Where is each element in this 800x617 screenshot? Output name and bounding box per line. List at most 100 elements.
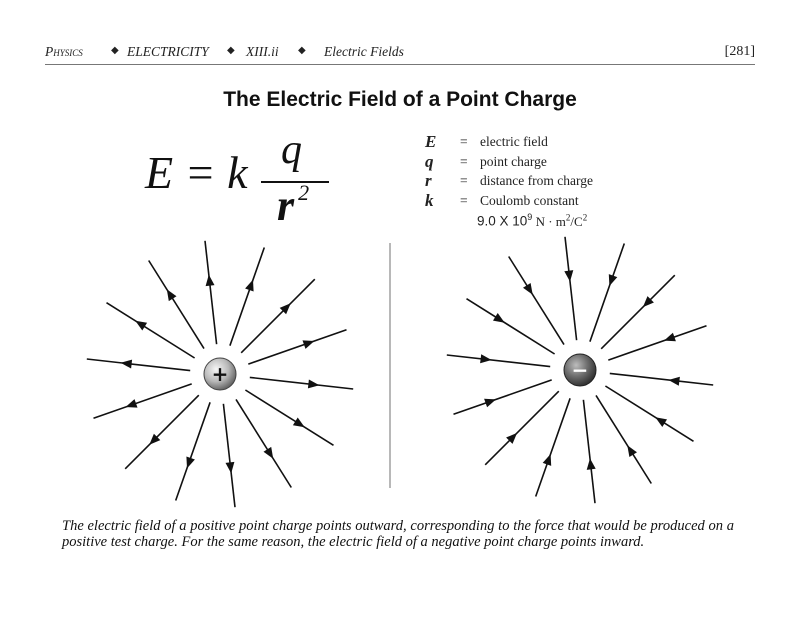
negative-arrow-icon — [564, 270, 574, 282]
coulomb-constant-value: 9.0 X 109 N · m2/C2 — [477, 212, 587, 230]
plus-sign-icon: + — [212, 362, 229, 386]
positive-field-line — [235, 398, 292, 488]
negative-arrow-icon — [608, 274, 618, 286]
constant-mantissa: 9.0 X 10 — [477, 213, 528, 229]
units-mid: /C — [570, 213, 583, 229]
negative-arrow-icon — [523, 283, 533, 295]
negative-arrow-icon — [642, 296, 654, 308]
negative-arrow-icon — [586, 458, 596, 470]
header-chapter: XIII.ii — [246, 44, 279, 59]
constant-units: N · m2/C2 — [532, 212, 588, 229]
negative-field-line — [534, 398, 571, 497]
negative-field-lines — [446, 236, 714, 504]
legend-symbol: k — [425, 190, 434, 210]
header-separator: ◆ — [227, 45, 235, 56]
positive-charge: + — [203, 357, 237, 391]
legend-symbol: q — [425, 151, 434, 171]
legend-equals: = — [460, 173, 468, 188]
units-exponent-1: 2 — [565, 212, 571, 223]
negative-field-line — [564, 236, 578, 341]
units-exponent-2: 2 — [582, 212, 588, 223]
positive-field-lines — [86, 240, 354, 508]
header-topic: Electric Fields — [324, 44, 404, 59]
positive-arrow-icon — [166, 289, 177, 302]
legend-equals: = — [460, 192, 468, 208]
positive-arrow-icon — [186, 456, 195, 469]
positive-arrow-icon — [307, 379, 320, 389]
positive-field-line — [229, 247, 266, 346]
positive-charge-sphere — [203, 357, 237, 391]
positive-field-line — [148, 260, 205, 350]
header-rule — [45, 64, 755, 65]
negative-field-line — [589, 243, 626, 342]
positive-arrow-icon — [279, 303, 291, 315]
positive-arrow-icon — [292, 417, 305, 428]
legend-description: distance from charge — [480, 173, 593, 188]
header-separator: ◆ — [298, 45, 306, 56]
formula-lhs: E = k — [145, 147, 248, 198]
negative-charge-sphere — [563, 353, 597, 387]
positive-field-line — [93, 383, 192, 420]
positive-field-line — [244, 389, 334, 446]
header-subject: Physics — [45, 44, 83, 59]
positive-field-line — [249, 376, 354, 390]
negative-arrow-icon — [506, 432, 518, 444]
fraction-bar — [261, 181, 329, 183]
positive-arrow-icon — [135, 320, 148, 331]
negative-field-line — [604, 385, 694, 442]
positive-field-line — [106, 302, 196, 359]
legend-equals: = — [460, 134, 468, 149]
positive-field-line — [204, 240, 218, 345]
positive-arrow-icon — [125, 399, 138, 408]
formula-numerator: q — [281, 127, 302, 173]
negative-arrow-icon — [664, 332, 676, 342]
positive-field-line — [86, 358, 191, 372]
negative-field-line — [608, 324, 707, 361]
constant-exponent: 9 — [527, 212, 533, 222]
negative-arrow-icon — [668, 376, 680, 386]
negative-field-line — [600, 274, 676, 350]
negative-arrow-icon — [493, 313, 505, 323]
page-title: The Electric Field of a Point Charge — [223, 88, 577, 111]
positive-arrow-icon — [263, 446, 274, 459]
positive-arrow-icon — [225, 461, 235, 474]
positive-arrow-icon — [245, 279, 254, 292]
negative-arrow-icon — [542, 454, 552, 466]
negative-field-line — [466, 298, 556, 355]
positive-field-line — [248, 328, 347, 365]
negative-arrow-icon — [627, 445, 637, 457]
minus-sign-icon: − — [572, 358, 589, 382]
positive-arrow-icon — [149, 433, 161, 445]
legend-symbol: E — [425, 132, 437, 151]
page-number: [281] — [724, 44, 755, 59]
figure-caption: The electric field of a positive point c… — [62, 518, 734, 550]
positive-field-line — [124, 394, 200, 470]
positive-field-line — [240, 278, 316, 354]
negative-arrow-icon — [480, 354, 492, 364]
negative-arrow-icon — [655, 417, 667, 427]
legend-symbol: r — [425, 171, 432, 190]
formula-exponent: 2 — [298, 180, 310, 206]
formula-denominator-r: r — [277, 181, 295, 230]
legend-equals: = — [460, 153, 468, 169]
negative-arrow-icon — [484, 398, 496, 408]
header-separator: ◆ — [111, 45, 119, 56]
negative-field-line — [582, 399, 596, 504]
legend-description: electric field — [480, 134, 548, 149]
negative-charge: − — [563, 353, 597, 387]
negative-field-line — [446, 354, 551, 368]
positive-arrow-icon — [120, 359, 133, 369]
negative-field-line — [595, 394, 652, 484]
legend-description: point charge — [480, 153, 547, 169]
negative-field-line — [484, 390, 560, 466]
positive-arrow-icon — [205, 274, 215, 287]
positive-arrow-icon — [302, 340, 315, 349]
header-section: ELECTRICITY — [127, 44, 209, 59]
units-prefix: N · m — [532, 213, 566, 229]
negative-field-line — [508, 256, 565, 346]
positive-field-line — [174, 402, 211, 501]
running-header: Physics ◆ ELECTRICITY ◆ XIII.ii ◆ Electr… — [45, 44, 755, 62]
